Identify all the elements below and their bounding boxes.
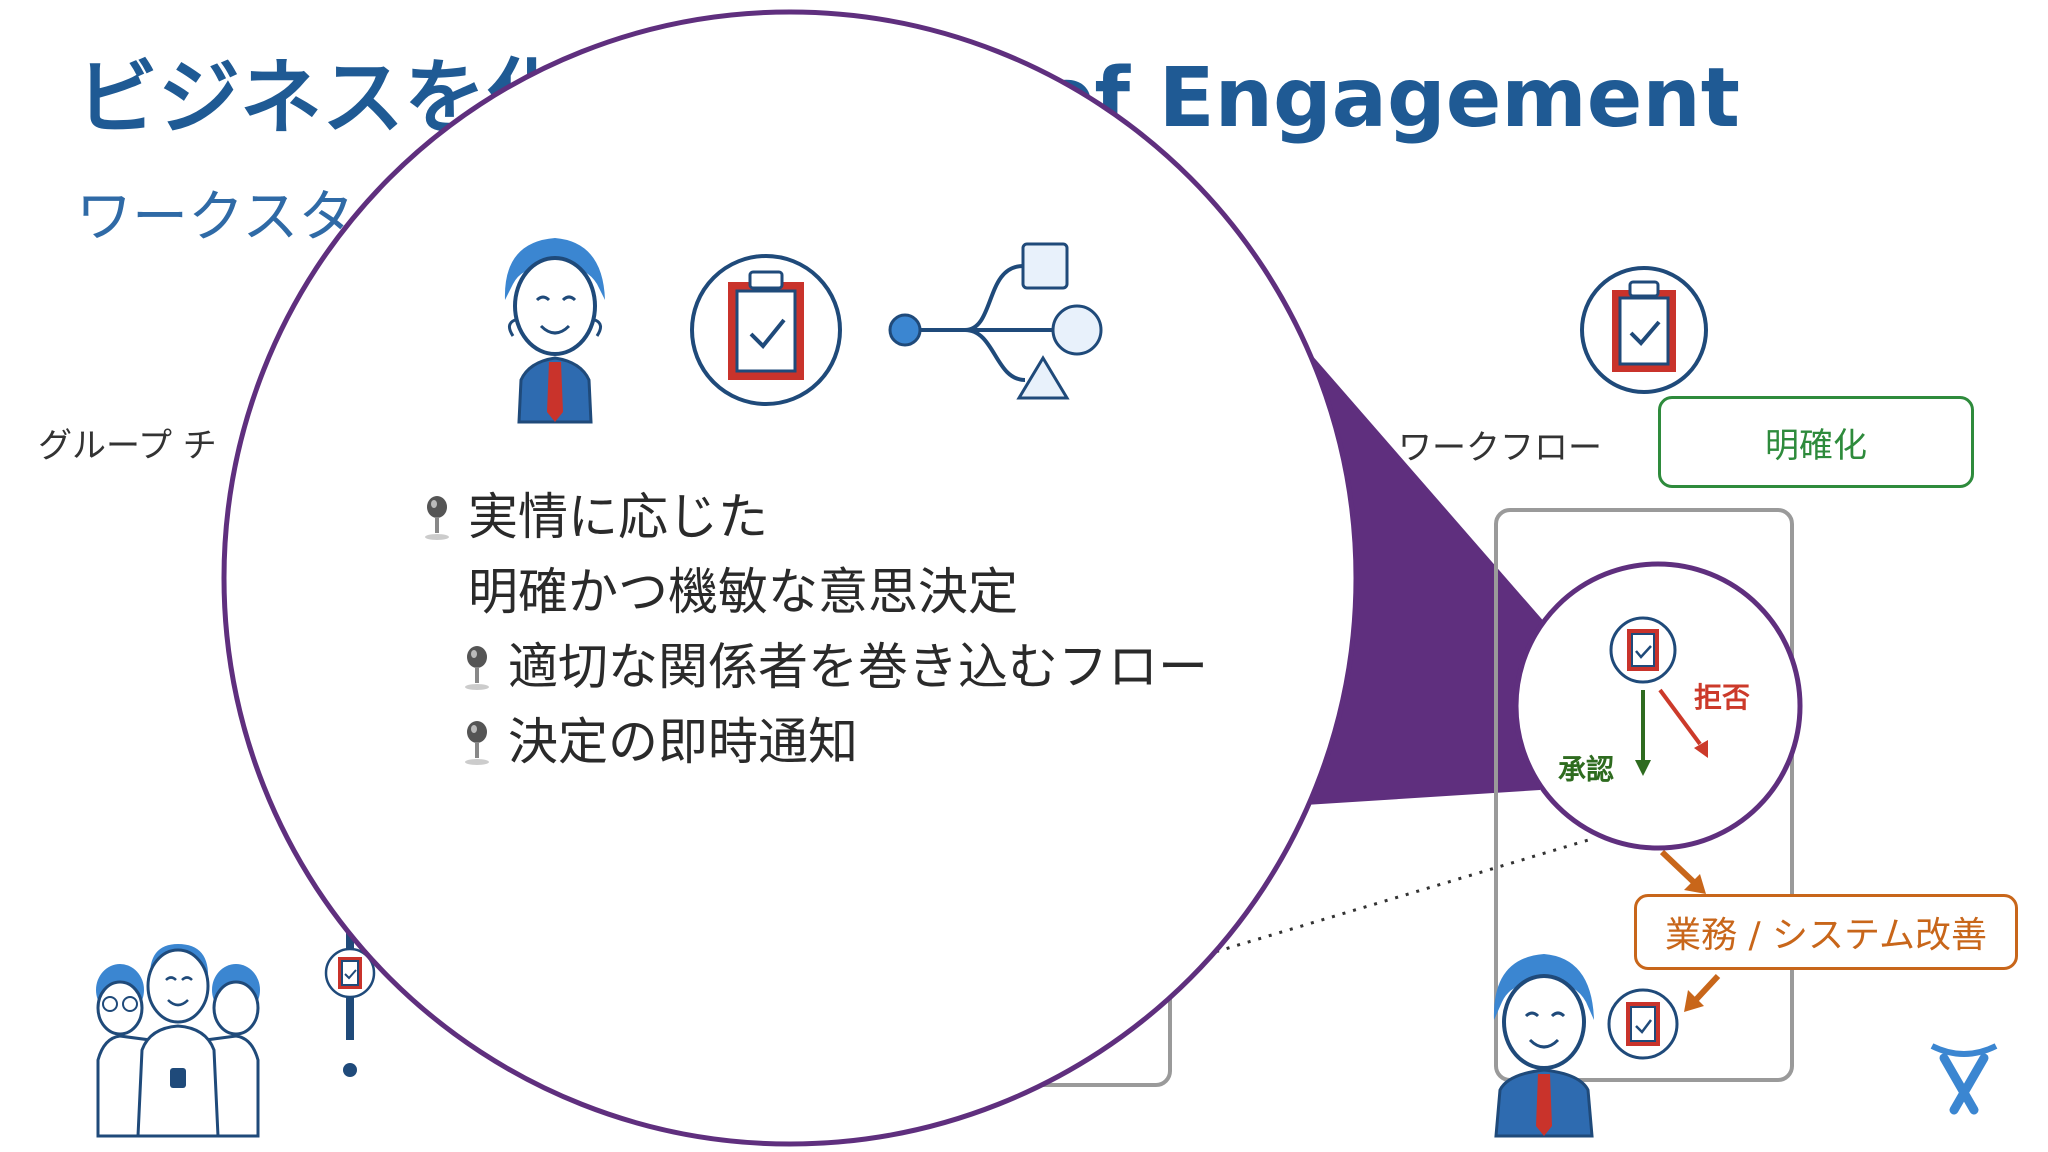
workflow-box [1494,508,1794,1082]
bullet-text: 明確かつ機敏な意思決定 [468,563,1018,621]
arrow-reject [1658,688,1702,746]
arrowhead-next [1684,990,1704,1012]
bullet-text: 決定の即時通知 [508,713,858,771]
clipboard-check-icon [1580,266,1708,394]
title-right: of Engagement [1038,51,1740,146]
team-icon [96,944,260,1138]
bullet-3: 決定の即時通知 [420,705,1300,780]
clipboard-check-icon-large [690,254,842,406]
pushpin-icon [465,645,489,690]
person-icon-right [1493,954,1594,1138]
approve-label: 承認 [1558,753,1615,786]
bullet-text: 実情に応じた [468,488,768,546]
slide-subtitle: ワークスタ [76,185,355,250]
timeline-dot [343,1063,357,1077]
clipboard-check-icon-left [324,947,376,999]
atlassian-logo [1930,1043,1998,1115]
clipboard-check-icon-mini [1609,616,1677,684]
group-label: グループ チ [38,426,217,466]
workflow-label: ワークフロー [1398,428,1602,468]
arrowhead-reject [1694,740,1708,758]
small-magnifier-circle [1513,561,1803,851]
zoom-connector [1290,330,1560,805]
clarify-badge: 明確化 [1658,396,1974,488]
bullet-1-continued: 明確かつ機敏な意思決定 [420,555,1300,630]
bullet-text: 適切な関係者を巻き込むフロー [508,638,1208,696]
arrowhead-improve [1684,874,1706,894]
pushpin-icon [425,495,449,540]
arrowhead-approve [1635,760,1651,776]
pushpin-icon [465,720,489,765]
improve-badge: 業務 / システム改善 [1634,894,2018,970]
person-icon [504,238,605,424]
reject-label: 拒否 [1694,681,1751,714]
magnifier-bullets: 実情に応じた 明確かつ機敏な意思決定 適切な関係者を巻き込むフロー 決定の即時通… [420,480,1300,780]
clipboard-check-icon-small [1607,988,1679,1060]
bullet-2: 適切な関係者を巻き込むフロー [420,630,1300,705]
bullet-1: 実情に応じた [420,480,1300,555]
workflow-branch-icon [888,242,1103,400]
